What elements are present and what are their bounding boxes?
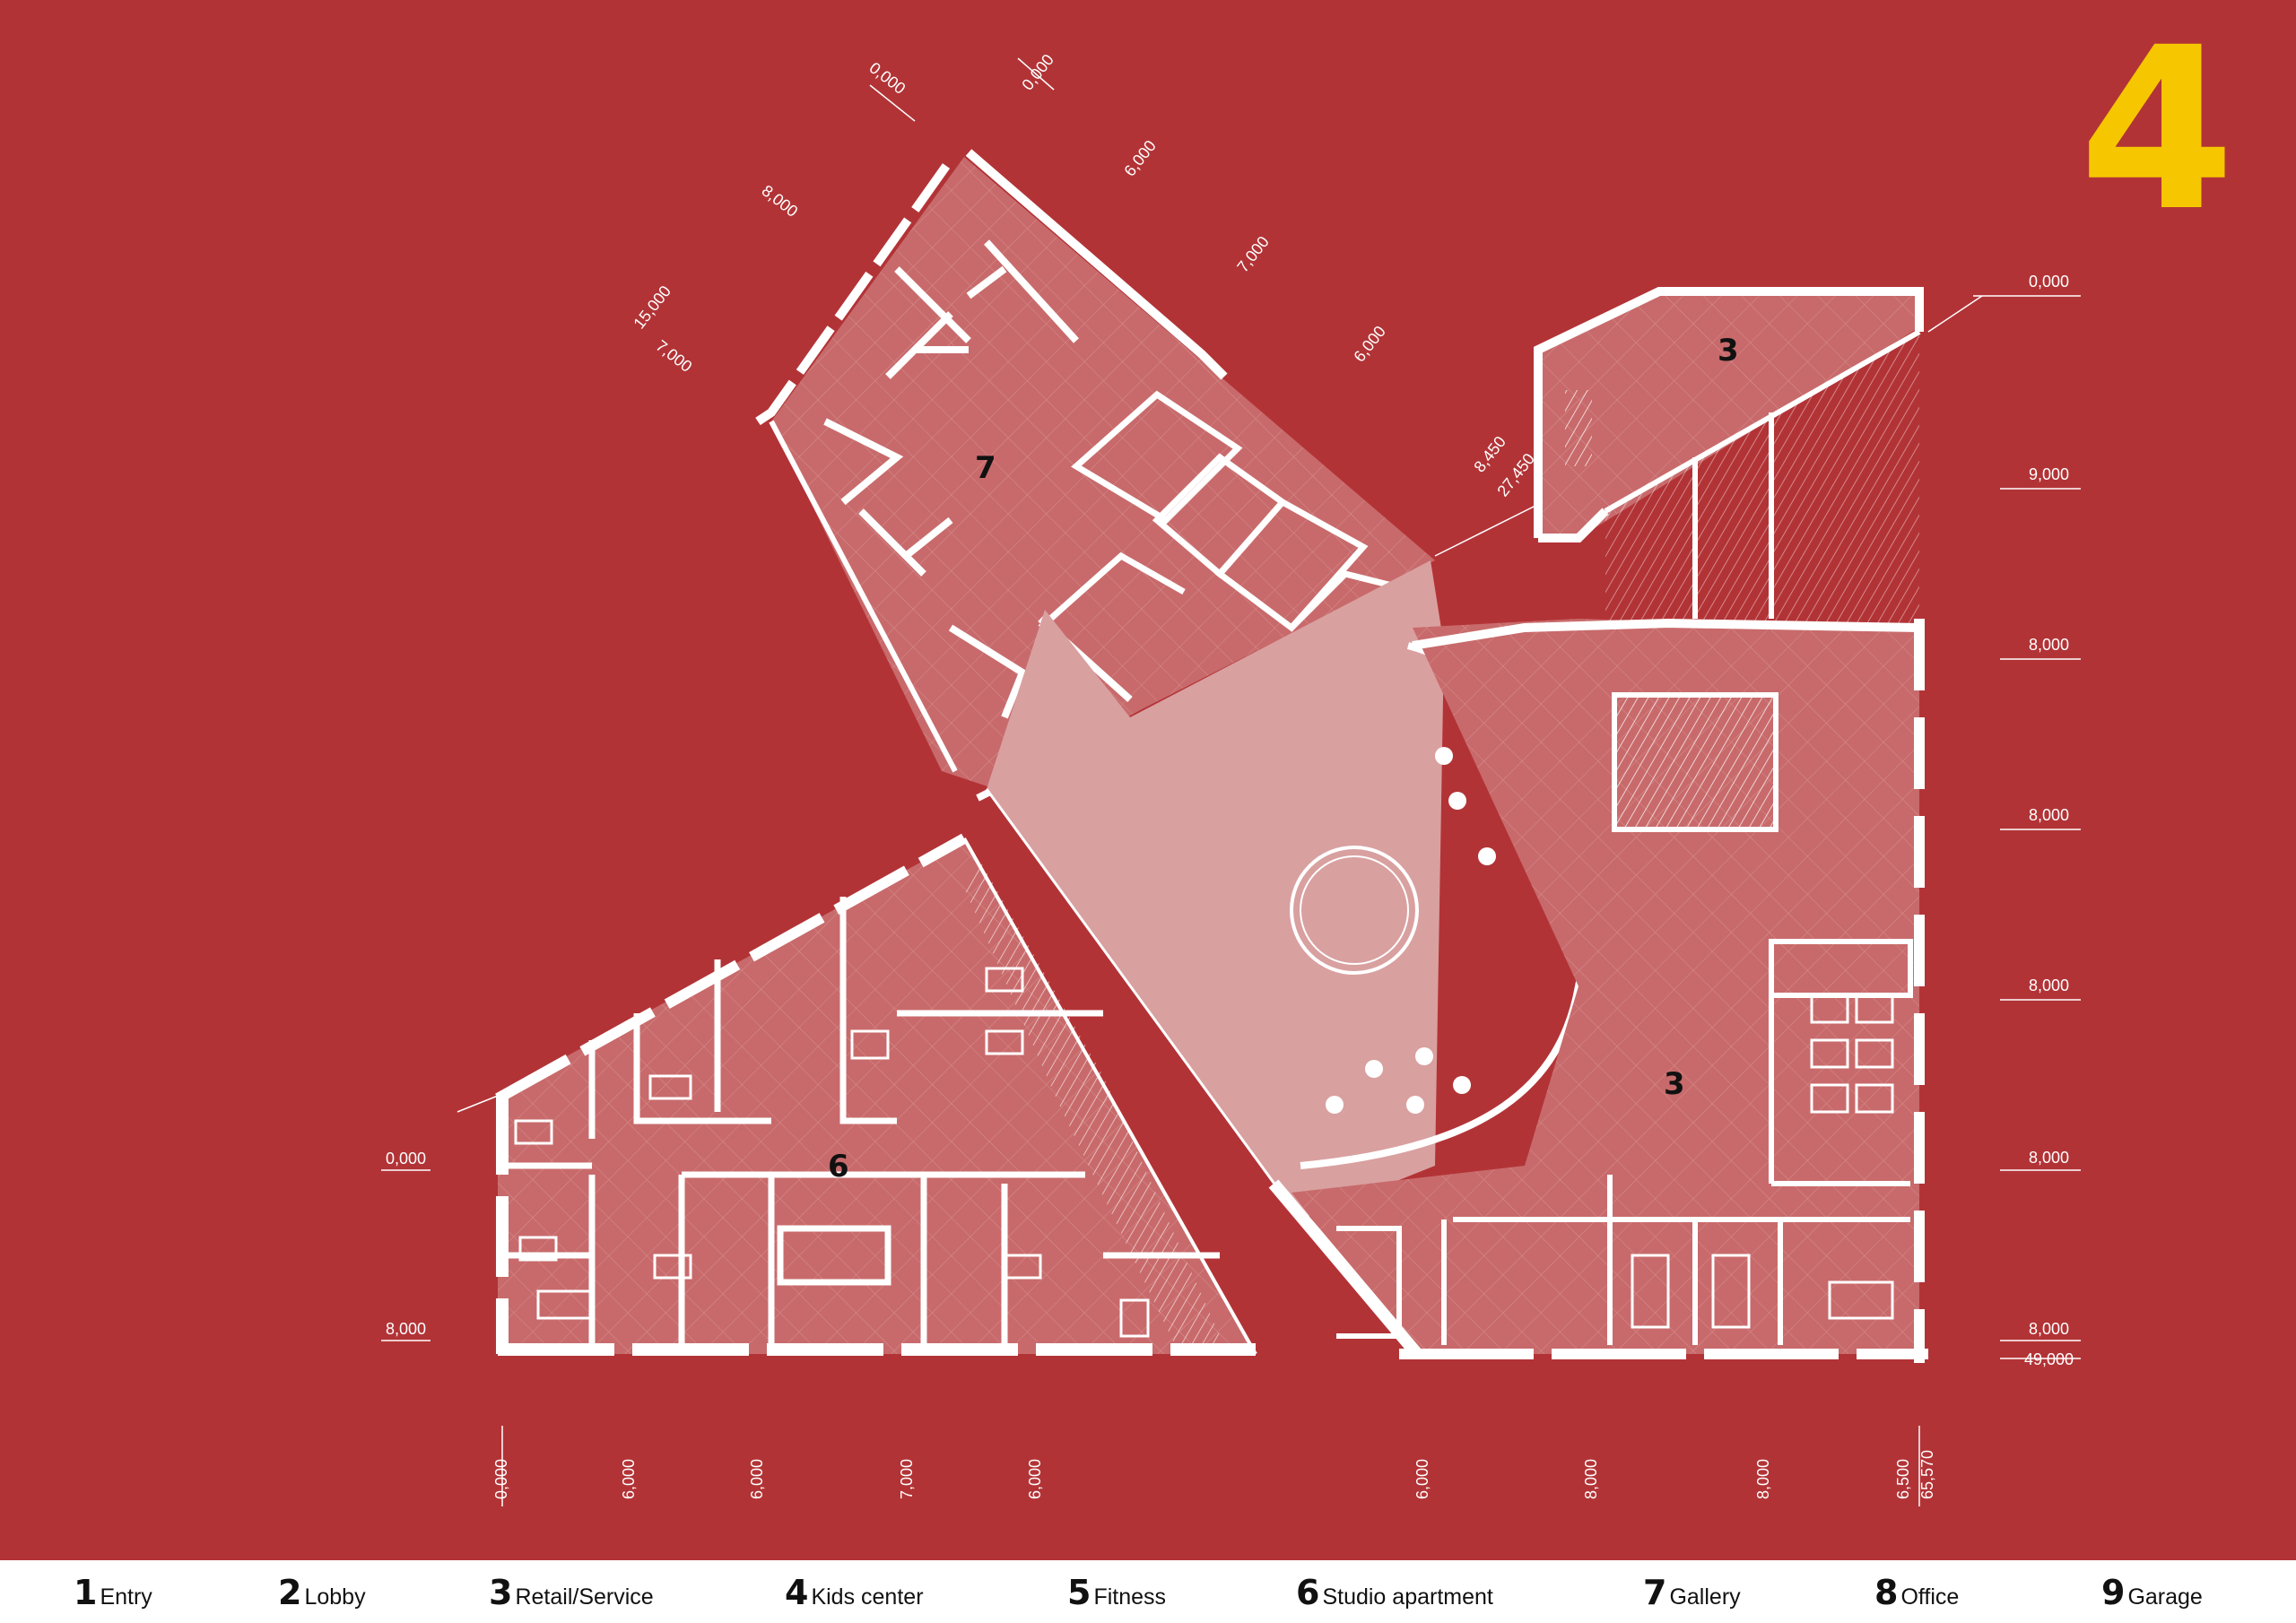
dim-bottom-7: 8,000	[1582, 1459, 1600, 1499]
dim-top-total: 27,450	[1493, 450, 1538, 500]
dim-top-7: 7,000	[653, 336, 696, 375]
legend-number: 4	[785, 1573, 809, 1612]
apartment-block	[495, 833, 1257, 1356]
zone-label-retail-top: 3	[1718, 333, 1739, 369]
dim-bottom-6: 6,000	[1413, 1459, 1431, 1499]
dim-right-7: 8,000	[2029, 1320, 2069, 1338]
legend-label: Studio apartment	[1322, 1584, 1493, 1610]
dim-left-1: 0,000	[386, 1150, 426, 1167]
dimension-labels-bottom: 0,000 6,000 6,000 7,000 6,000 6,000 8,00…	[492, 1450, 1936, 1499]
floor-number: 4	[2079, 0, 2235, 260]
legend-number: 9	[2101, 1573, 2126, 1612]
legend-label: Lobby	[304, 1584, 366, 1610]
dim-top-4: 6,000	[1120, 137, 1159, 180]
zone-label-retail-main: 3	[1664, 1066, 1685, 1102]
legend-label: Kids center	[811, 1584, 924, 1610]
dim-bottom-2: 6,000	[620, 1459, 638, 1499]
dim-right-2: 9,000	[2029, 465, 2069, 483]
zone-label-gallery: 7	[975, 450, 996, 486]
legend-number: 8	[1874, 1573, 1899, 1612]
dim-right-4: 8,000	[2029, 806, 2069, 824]
legend-number: 1	[74, 1573, 98, 1612]
legend-number: 6	[1296, 1573, 1320, 1612]
atrium-dome	[1290, 846, 1419, 975]
legend-label: Retail/Service	[515, 1584, 654, 1610]
retail-tables	[1631, 994, 1894, 1329]
gallery-wing	[755, 149, 1435, 802]
dim-right-5: 8,000	[2029, 976, 2069, 994]
ramp-stairs	[1605, 332, 1919, 628]
dim-top-6: 15,000	[630, 282, 674, 333]
dim-bottom-9: 6,500	[1894, 1459, 1912, 1499]
dim-top-8: 6,000	[1350, 323, 1388, 366]
dim-bottom-8: 8,000	[1754, 1459, 1772, 1499]
dim-left-2: 8,000	[386, 1320, 426, 1338]
gallery-partitions	[823, 239, 1133, 719]
dim-top-3: 8,000	[759, 181, 802, 220]
legend-number: 7	[1643, 1573, 1667, 1612]
dim-right-6: 8,000	[2029, 1149, 2069, 1167]
dim-top-9: 8,450	[1470, 433, 1509, 476]
dim-right-3: 8,000	[2029, 636, 2069, 654]
dim-top-1: 0,000	[866, 58, 909, 97]
zone-labels: 7 3 6 3	[828, 333, 1739, 1185]
dimension-labels-left: 0,000 8,000	[386, 1150, 426, 1338]
legend-label: Office	[1900, 1584, 1960, 1610]
dimension-lines	[381, 57, 2081, 1506]
legend-number: 3	[489, 1573, 513, 1612]
legend-label: Fitness	[1093, 1584, 1167, 1610]
cafe-tables	[1326, 747, 1550, 1114]
apartment-walls	[502, 897, 1220, 1345]
dim-bottom-1: 0,000	[492, 1459, 510, 1499]
zone-label-apartments: 6	[828, 1149, 849, 1185]
retail-partitions	[1336, 939, 1913, 1345]
escalator-void	[1612, 692, 1779, 832]
dim-bottom-total: 65,570	[1918, 1450, 1936, 1499]
dimension-labels-right: 0,000 9,000 8,000 8,000 8,000 8,000 8,00…	[2024, 273, 2074, 1368]
floor-plan: 0,000 9,000 8,000 8,000 8,000 8,000 8,00…	[381, 51, 2081, 1506]
apartment-furniture	[514, 967, 1150, 1338]
legend-label: Gallery	[1669, 1584, 1741, 1610]
dim-right-total: 49,000	[2024, 1350, 2074, 1368]
dim-top-5: 7,000	[1233, 233, 1272, 276]
dim-bottom-5: 6,000	[1026, 1459, 1044, 1499]
legend-label: Entry	[100, 1584, 152, 1610]
dim-bottom-3: 6,000	[748, 1459, 766, 1499]
legend-number: 2	[278, 1573, 302, 1612]
legend-label: Garage	[2127, 1584, 2203, 1610]
retail-block-top	[1534, 287, 1924, 628]
dim-bottom-4: 7,000	[898, 1459, 916, 1499]
dim-right-1: 0,000	[2029, 273, 2069, 291]
legend-number: 5	[1067, 1573, 1091, 1612]
